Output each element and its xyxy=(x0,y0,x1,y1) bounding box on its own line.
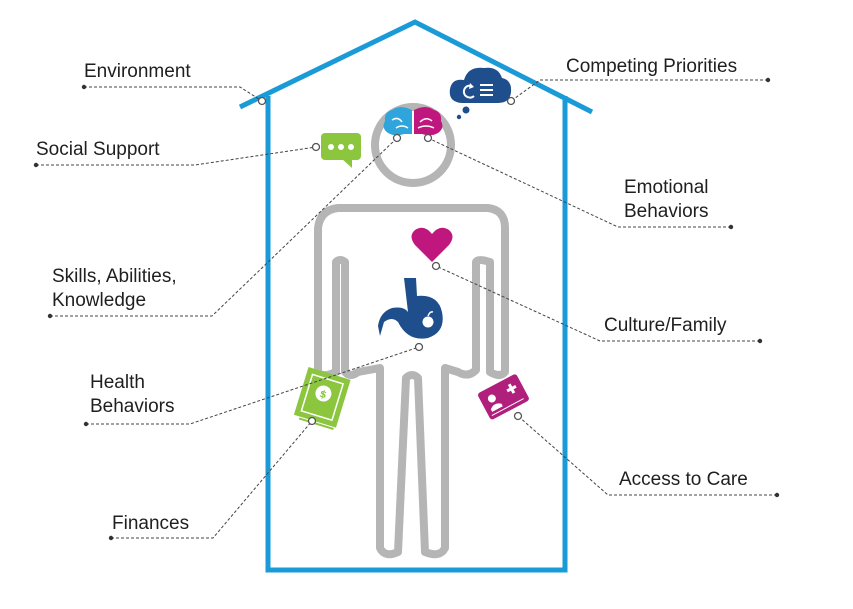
leader-end-dots xyxy=(33,77,780,541)
label-culture-family: Culture/Family xyxy=(604,315,727,336)
leader-finances xyxy=(111,420,313,539)
heart-icon xyxy=(411,227,453,262)
label-social-support: Social Support xyxy=(36,139,160,160)
leader-ring-markers xyxy=(257,96,523,426)
leader-culture-family xyxy=(435,265,760,342)
leader-skills xyxy=(50,137,398,317)
cloud-refresh-list-icon xyxy=(449,67,512,120)
label-emotional-behaviors-line2: Behaviors xyxy=(624,201,709,222)
house-roof xyxy=(238,19,594,115)
leader-emotional-behaviors xyxy=(427,137,731,228)
label-skills-line2: Knowledge xyxy=(52,290,147,311)
figure-body xyxy=(314,204,509,559)
human-figure xyxy=(314,103,509,559)
insurance-card-icon xyxy=(478,374,529,420)
label-emotional-behaviors-line1: Emotional xyxy=(624,177,709,198)
label-health-behaviors-line1: Health xyxy=(90,372,145,393)
label-environment: Environment xyxy=(84,61,191,82)
house-walls xyxy=(265,96,568,573)
label-skills-line1: Skills, Abilities, xyxy=(52,266,177,287)
label-competing-priorities: Competing Priorities xyxy=(566,56,738,77)
label-health-behaviors-line2: Behaviors xyxy=(90,396,175,417)
chat-bubble-icon xyxy=(321,133,361,168)
leader-access-to-care xyxy=(517,415,777,496)
stomach-apple-icon xyxy=(378,278,443,339)
leader-environment xyxy=(84,86,263,102)
label-access-to-care: Access to Care xyxy=(619,469,748,490)
brain-icon xyxy=(383,107,443,136)
money-icon: $ xyxy=(293,366,351,430)
house-outline xyxy=(238,19,594,573)
leader-competing-priorities xyxy=(510,79,768,102)
figure-head xyxy=(371,103,455,187)
label-finances: Finances xyxy=(112,513,190,534)
svg-text:$: $ xyxy=(318,389,328,402)
leader-lines xyxy=(36,79,777,539)
leader-health-behaviors xyxy=(86,346,420,425)
leader-social-support xyxy=(36,146,317,166)
